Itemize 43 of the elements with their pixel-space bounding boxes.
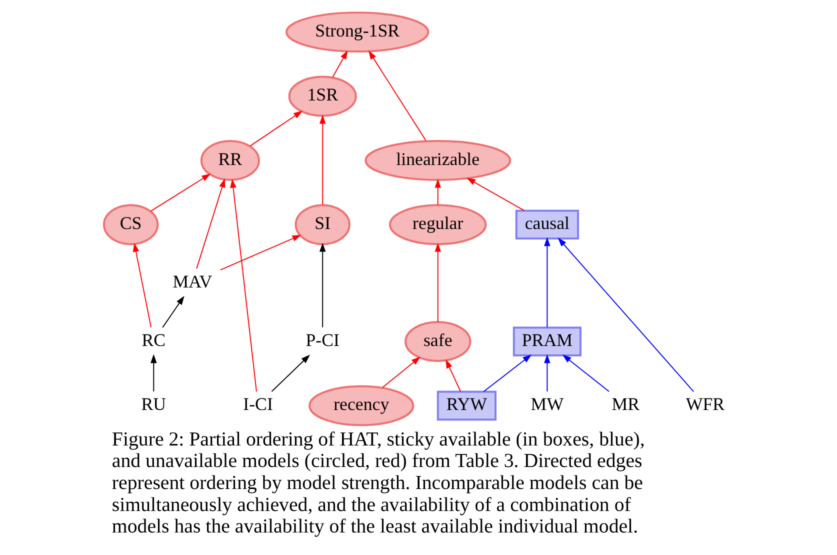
- node-text: MW: [530, 394, 564, 414]
- arrow: [150, 174, 211, 212]
- node-text: RU: [141, 394, 166, 414]
- arrow: [196, 178, 226, 270]
- node-box: causal: [515, 210, 579, 240]
- arrow: [271, 354, 310, 392]
- node-ellipse: safe: [404, 321, 472, 362]
- arrow: [250, 110, 303, 146]
- arrow: [319, 114, 326, 206]
- node-text: MAV: [172, 271, 212, 292]
- node-ellipse: SI: [294, 204, 350, 246]
- node-ellipse: 1SR: [288, 76, 357, 117]
- node-box: PRAM: [512, 326, 582, 356]
- arrow: [483, 354, 532, 392]
- node-text: WFR: [686, 394, 725, 414]
- arrow: [558, 238, 694, 392]
- arrow: [544, 354, 550, 392]
- node-ellipse: regular: [389, 204, 487, 246]
- node-ellipse: linearizable: [364, 140, 512, 181]
- node-text: I-CI: [243, 394, 273, 414]
- arrow: [150, 354, 157, 392]
- arrow: [562, 354, 610, 392]
- node-box: RYW: [436, 390, 496, 421]
- caption: Figure 2: Partial ordering of HAT, sticky available (in boxes, blue), and unavailable models (circled, red) from Table 3. Directed edges represent ordering by model strength. Incomparable models can be simultaneously achieved, and the availability of a combination of models has the availability of the least available individual model.: [112, 428, 645, 538]
- arrow: [332, 50, 348, 78]
- arrow: [220, 234, 302, 270]
- arrow: [544, 237, 550, 328]
- node-ellipse: recency: [308, 385, 414, 426]
- arrow: [466, 178, 525, 212]
- arrow: [368, 50, 426, 142]
- node-text: RC: [142, 330, 166, 350]
- arrow: [132, 242, 152, 328]
- arrow: [162, 296, 184, 328]
- node-ellipse: CS: [102, 204, 159, 246]
- arrow: [319, 242, 326, 328]
- arrow: [446, 359, 462, 392]
- arrow: [382, 356, 420, 388]
- arrow: [434, 178, 442, 206]
- node-text: P-CI: [306, 330, 340, 350]
- node-text: MR: [612, 394, 640, 414]
- arrow: [230, 178, 257, 392]
- arrow: [434, 242, 442, 322]
- node-ellipse: Strong-1SR: [286, 12, 430, 53]
